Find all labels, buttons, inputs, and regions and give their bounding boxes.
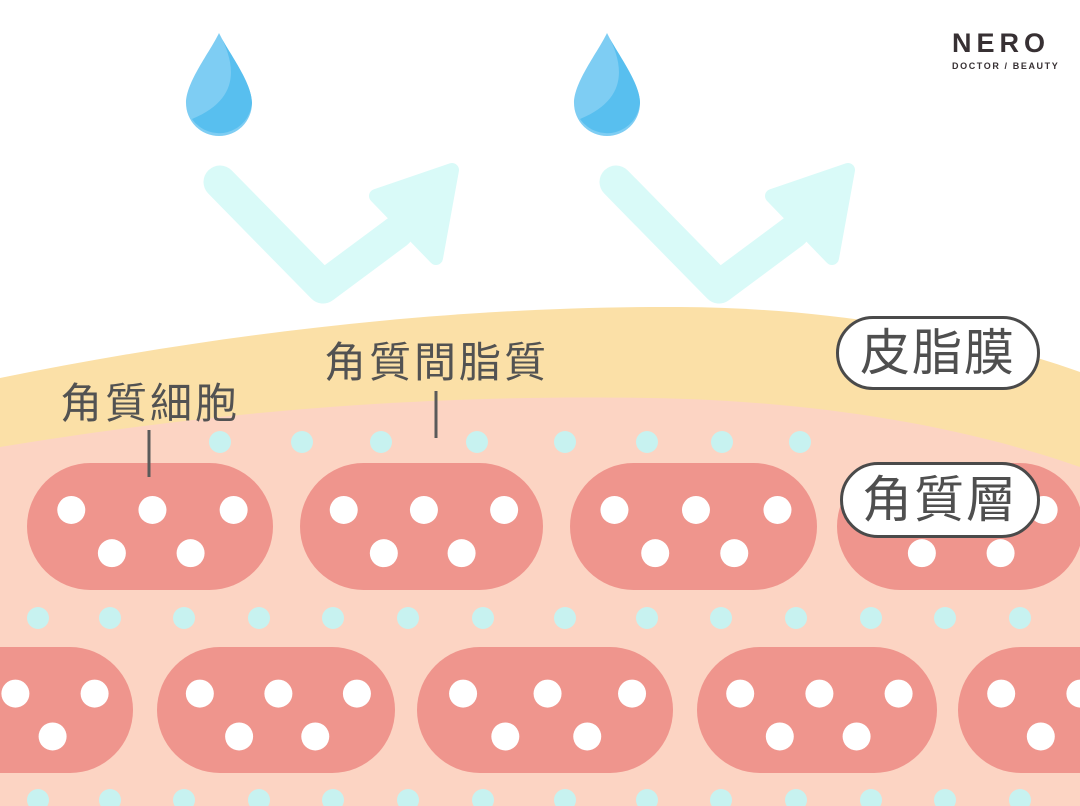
- cell-dot: [80, 679, 109, 708]
- cell-dot: [97, 539, 126, 568]
- lipid-dot: [27, 607, 49, 629]
- cell-dot: [138, 495, 167, 524]
- cell-dot: [57, 495, 86, 524]
- cell-dot: [38, 722, 67, 751]
- cell-dot: [618, 679, 647, 708]
- lipid-dot: [789, 431, 811, 453]
- cell-dot: [765, 722, 794, 751]
- lipid-dot: [554, 431, 576, 453]
- cell-dot: [1, 679, 30, 708]
- cell-dot: [490, 495, 519, 524]
- lipid-dot: [934, 789, 956, 806]
- brand-logo: NERO DOCTOR / BEAUTY: [952, 28, 1058, 72]
- lipid-dot: [785, 607, 807, 629]
- cell-dot: [986, 539, 1015, 568]
- cell-dot: [1066, 679, 1080, 708]
- cell-dot: [369, 539, 398, 568]
- lipid-dot: [397, 607, 419, 629]
- lipid-dot: [1009, 789, 1031, 806]
- corneocyte-cell: [0, 647, 133, 773]
- cell-dot: [681, 495, 710, 524]
- lipid-dot: [248, 607, 270, 629]
- lipid-dot: [636, 789, 658, 806]
- water-droplet-icon: [574, 33, 640, 136]
- lipid-dot: [710, 607, 732, 629]
- stratum-corneum-pill: 角質層: [840, 462, 1040, 538]
- cell-dot: [641, 539, 670, 568]
- cell-dot: [491, 722, 520, 751]
- corneocyte-cell: [157, 647, 395, 773]
- cell-dot: [726, 679, 755, 708]
- lipid-dot: [173, 789, 195, 806]
- lipid-dot: [860, 607, 882, 629]
- corneocyte-cell: [27, 463, 273, 590]
- cell-dot: [219, 495, 248, 524]
- lipid-dot: [27, 789, 49, 806]
- lipid-dot: [322, 789, 344, 806]
- lipid-dot: [397, 789, 419, 806]
- lipid-dot: [322, 607, 344, 629]
- cell-dot: [884, 679, 913, 708]
- lipid-dot: [99, 607, 121, 629]
- brand-tagline: DOCTOR / BEAUTY: [952, 61, 1060, 71]
- cell-dot: [763, 495, 792, 524]
- cell-dot: [720, 539, 749, 568]
- lipid-dot: [711, 431, 733, 453]
- lipid-dot: [934, 607, 956, 629]
- intercellular-lipid-label: 角質間脂質: [324, 339, 550, 386]
- corneocyte-cell: [300, 463, 543, 590]
- lipid-dot: [472, 789, 494, 806]
- lipid-dot: [248, 789, 270, 806]
- cell-dot: [225, 722, 254, 751]
- cell-dot: [329, 495, 358, 524]
- corneocyte-cell: [958, 647, 1080, 773]
- bounce-arrow-icon: [599, 163, 855, 304]
- cell-dot: [907, 539, 936, 568]
- cell-dot: [301, 722, 330, 751]
- cell-dot: [987, 679, 1016, 708]
- lipid-dot: [209, 431, 231, 453]
- lipid-dot: [554, 789, 576, 806]
- lipid-dot: [636, 431, 658, 453]
- cell-dot: [600, 495, 629, 524]
- lipid-dot: [554, 607, 576, 629]
- cell-dot: [342, 679, 371, 708]
- cell-dot: [805, 679, 834, 708]
- sebum-film-pill: 皮脂膜: [836, 316, 1040, 390]
- lipid-dot: [370, 431, 392, 453]
- corneocyte-cell: [570, 463, 817, 590]
- lipid-dot: [710, 789, 732, 806]
- lipid-dot: [173, 607, 195, 629]
- cell-dot: [533, 679, 562, 708]
- cells-layer: [0, 431, 1080, 806]
- lipid-dot: [785, 789, 807, 806]
- cell-dot: [176, 539, 205, 568]
- cell-dot: [842, 722, 871, 751]
- bounce-arrow-icon: [203, 163, 459, 304]
- corneocyte-cell: [417, 647, 673, 773]
- cell-dot: [573, 722, 602, 751]
- lipid-dot: [1009, 607, 1031, 629]
- lipid-dot: [291, 431, 313, 453]
- cell-dot: [447, 539, 476, 568]
- cell-dot: [449, 679, 478, 708]
- water-droplet-icon: [186, 33, 252, 136]
- lipid-dot: [99, 789, 121, 806]
- lipid-dot: [636, 607, 658, 629]
- cell-dot: [264, 679, 293, 708]
- lipid-dot: [472, 607, 494, 629]
- cell-dot: [1026, 722, 1055, 751]
- lipid-dot: [466, 431, 488, 453]
- corneocyte-cell: [697, 647, 937, 773]
- cell-dot: [185, 679, 214, 708]
- lipid-dot: [860, 789, 882, 806]
- keratinocyte-label: 角質細胞: [60, 380, 241, 427]
- cell-dot: [409, 495, 438, 524]
- brand-name: NERO: [952, 28, 1051, 58]
